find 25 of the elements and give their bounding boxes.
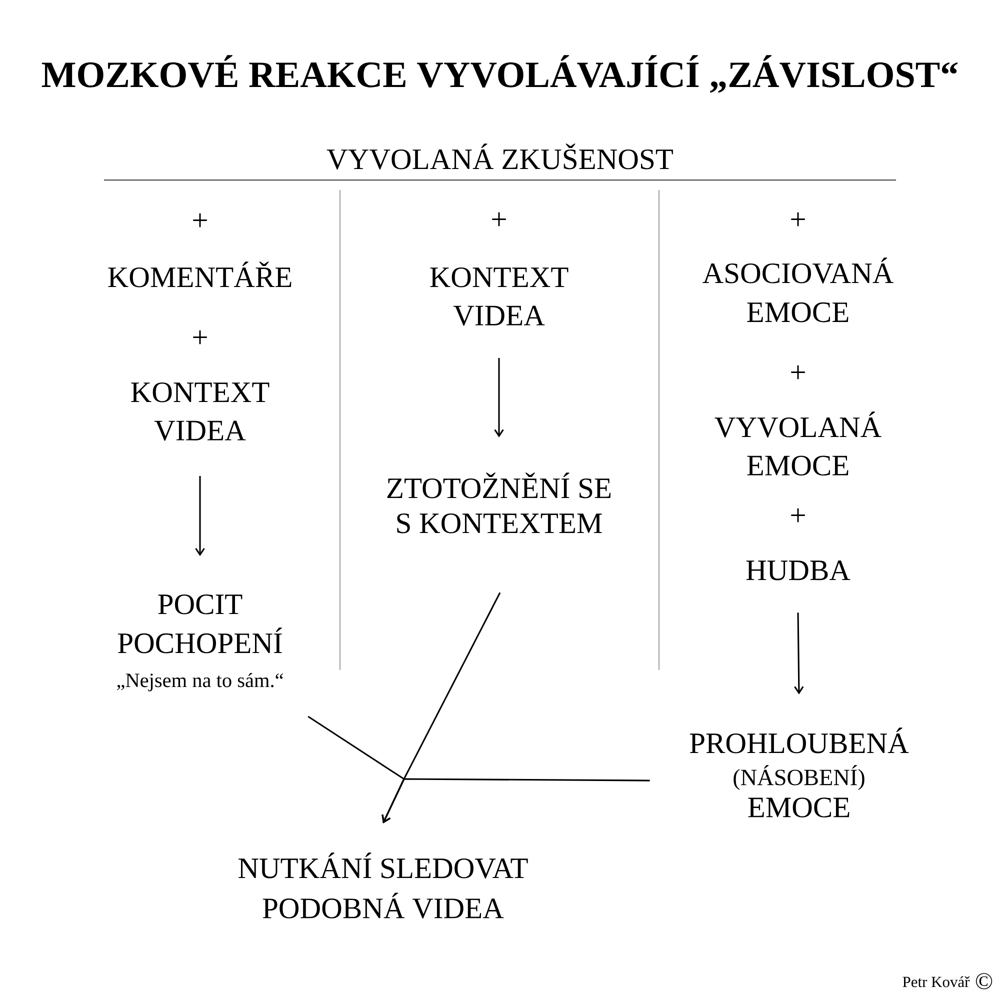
plus-sign: + (193, 213, 207, 228)
plus-sign: + (791, 212, 805, 226)
term-text: ASOCIOVANÁ EMOCE (702, 258, 894, 322)
concept-text: KONTEXT VIDEA (131, 382, 270, 441)
section-heading: VYVOLANÁ ZKUŠENOST (326, 144, 673, 170)
arrow (382, 778, 650, 824)
author-credit: Petr Kovář (902, 976, 970, 988)
copyright-sign: © (976, 973, 992, 990)
term-text: KOMENTÁŘE (108, 262, 292, 288)
concept-text: KONTEXT VIDEA (430, 267, 568, 326)
arrow (195, 476, 205, 556)
arrow (794, 612, 804, 694)
arrow (494, 358, 504, 438)
plus-sign: + (492, 212, 506, 226)
concept-text: ZTOTOŽNĚNÍ SE S KONTEXTEM (387, 472, 611, 534)
concept-text: PROHLOUBENÁ (NÁSOBENÍ) EMOCE (690, 728, 909, 818)
caption-text: „Nejsem na to sám.“ (117, 672, 283, 692)
plus-sign: + (791, 508, 805, 522)
plus-sign: + (791, 365, 805, 380)
concept-text: HUDBA (746, 560, 850, 580)
concept-text: NUTKÁNÍ SLEDOVAT PODOBNÁ VIDEA (238, 852, 528, 919)
concept-text: POCIT POCHOPENÍ (118, 594, 282, 654)
plus-sign: + (193, 330, 207, 344)
title: MOZKOVÉ REAKCE VYVOLÁVAJÍCÍ „ZÁVISLOST“ (42, 55, 958, 93)
term-text: VYVOLANÁ EMOCE (714, 412, 882, 476)
